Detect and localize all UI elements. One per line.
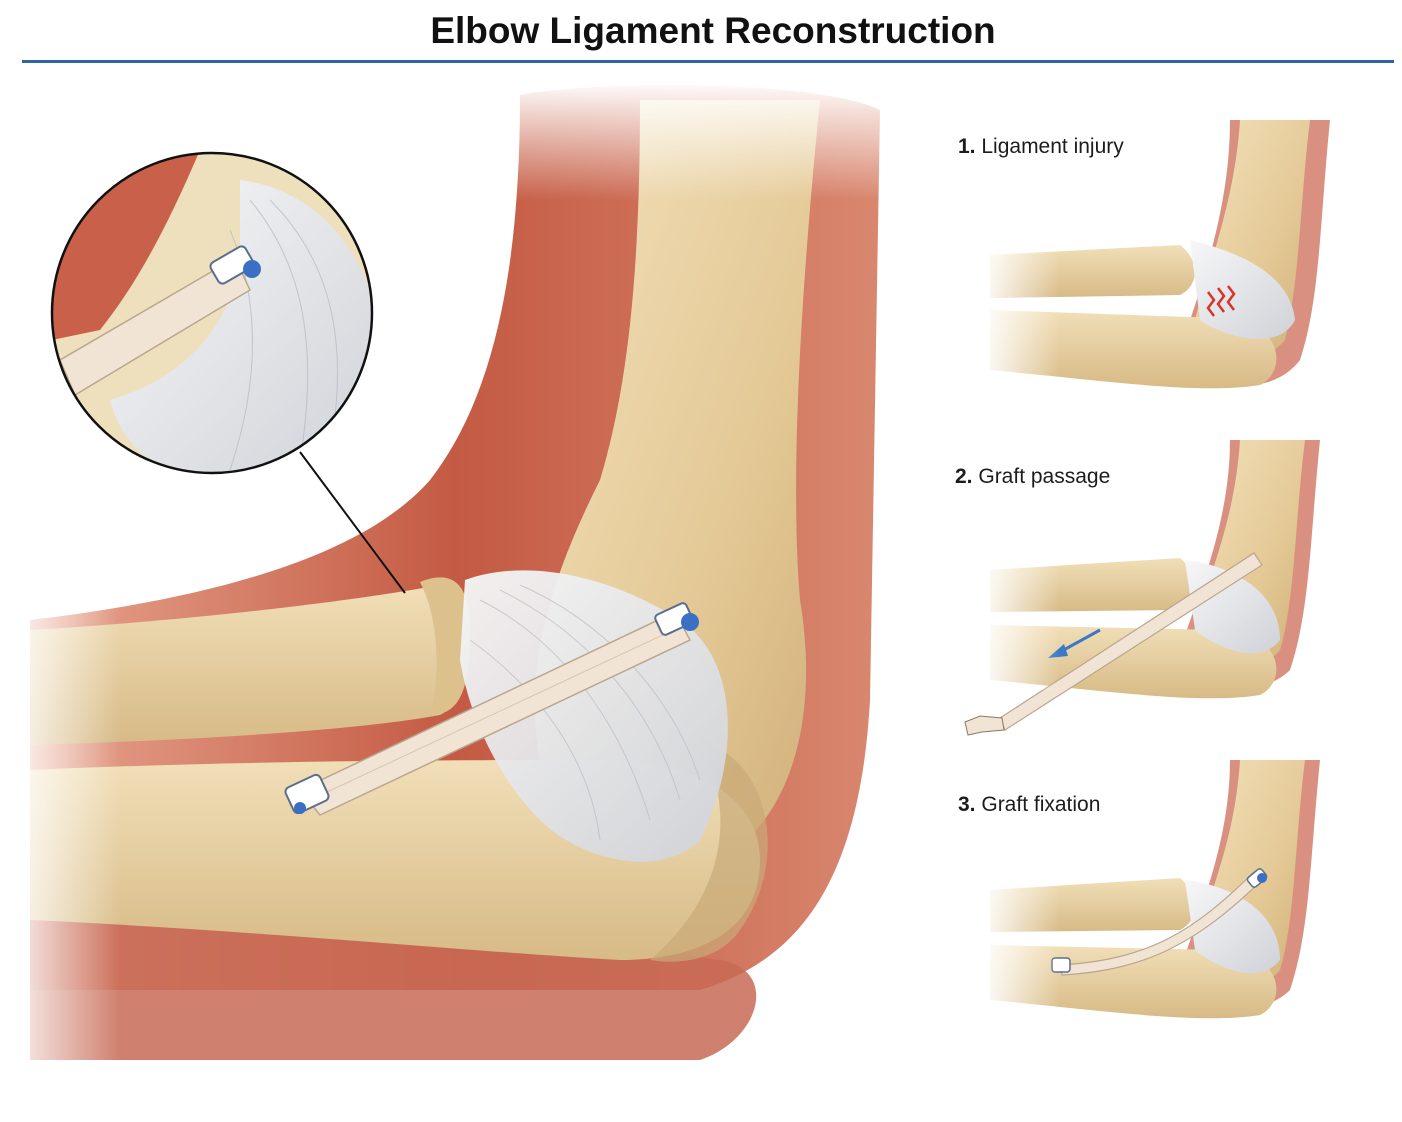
step-2-illustration [964, 430, 1320, 736]
step-3-number: 3. [958, 793, 976, 816]
inset-leader-line [299, 451, 406, 594]
olecranon [650, 740, 768, 962]
step-3-illustration [980, 750, 1320, 1019]
page-title: Elbow Ligament Reconstruction [430, 10, 996, 51]
step-2-label: 2. Graft passage [955, 465, 1110, 489]
step-1-text: Ligament injury [981, 135, 1124, 158]
main-anchor-top [654, 602, 699, 636]
detail-inset [50, 151, 406, 594]
radial-head [420, 577, 470, 715]
main-anchor-bottom [284, 773, 330, 815]
step-1-number: 1. [958, 135, 976, 158]
step-2-number: 2. [955, 465, 973, 488]
step-3-text: Graft fixation [981, 793, 1101, 816]
main-elbow-illustration [0, 80, 900, 1080]
step-1-illustration [980, 110, 1330, 410]
step-3-label: 3. Graft fixation [958, 793, 1100, 817]
step-1-label: 1. Ligament injury [958, 135, 1124, 159]
step-2-text: Graft passage [978, 465, 1111, 488]
radius-bone [30, 584, 465, 745]
injury-tear-mark [1206, 285, 1236, 317]
forearm-muscle [30, 900, 757, 1060]
title-rule [22, 60, 1394, 63]
